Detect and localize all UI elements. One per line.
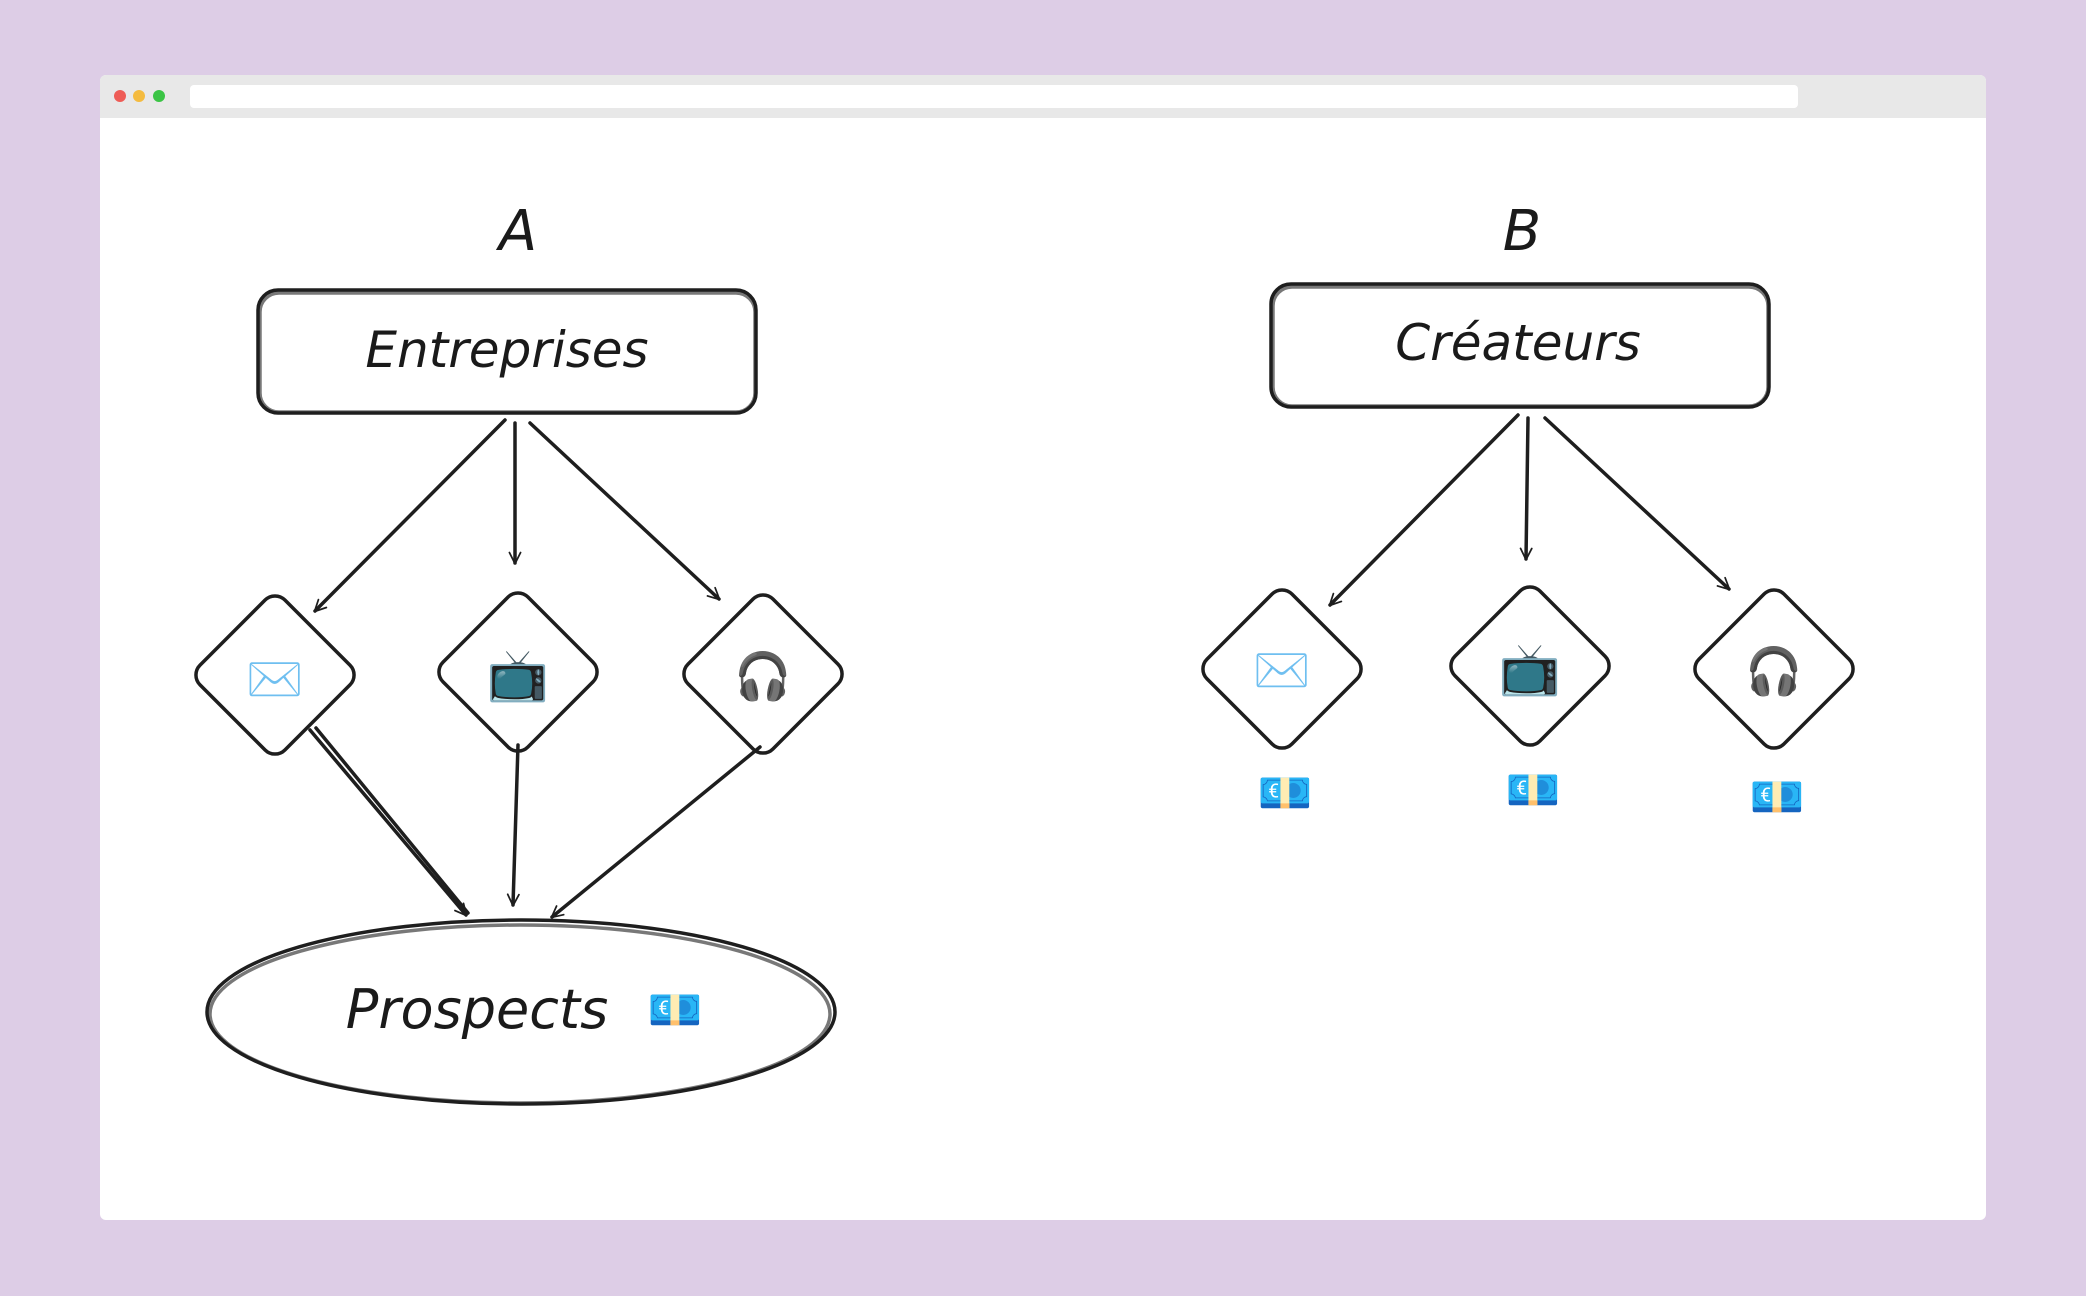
arrow-entreprises-podcast — [528, 421, 721, 601]
euro-banknote-icon: 💶 — [648, 985, 703, 1036]
euro-banknote-icon: 💶 — [1506, 765, 1561, 816]
channel-podcast: 🎧 — [682, 593, 844, 755]
arrow-podcast-prospects — [550, 745, 762, 919]
createurs-node: Créateurs — [1269, 282, 1771, 409]
arrow-tv-prospects — [506, 743, 520, 907]
envelope-icon: ✉️ — [1253, 643, 1310, 697]
headphones-icon: 🎧 — [1745, 644, 1802, 698]
channel-podcast-b: 🎧 — [1693, 588, 1855, 750]
maximize-window-button[interactable] — [153, 90, 165, 102]
headphones-icon: 🎧 — [734, 649, 791, 703]
channel-email-b: ✉️ — [1201, 588, 1363, 750]
diagram-b: B Créateurs ✉️ 📺 🎧 — [1201, 199, 1855, 823]
minimize-window-button[interactable] — [133, 90, 145, 102]
envelope-icon: ✉️ — [246, 652, 303, 706]
diagram-a: A Entreprises ✉️ 📺 🎧 — [194, 199, 844, 1106]
diagram-canvas: A Entreprises ✉️ 📺 🎧 — [194, 199, 1855, 1106]
arrow-createurs-email — [1328, 413, 1520, 607]
arrow-createurs-tv — [1519, 416, 1533, 561]
channel-email: ✉️ — [194, 594, 356, 756]
browser-window: A Entreprises ✉️ 📺 🎧 — [100, 75, 1986, 1220]
arrow-createurs-podcast — [1543, 416, 1731, 591]
address-bar[interactable] — [190, 85, 1798, 108]
euro-banknote-icon: 💶 — [1258, 768, 1313, 819]
euro-banknote-icon: 💶 — [1750, 772, 1805, 823]
createurs-label: Créateurs — [1395, 314, 1641, 372]
close-window-button[interactable] — [114, 90, 126, 102]
prospects-node: Prospects 💶 — [205, 918, 837, 1106]
channel-tv: 📺 — [437, 591, 599, 753]
television-icon: 📺 — [1499, 640, 1561, 698]
browser-toolbar — [100, 75, 1986, 118]
prospects-label: Prospects — [346, 978, 608, 1041]
arrow-email-prospects — [308, 728, 468, 917]
diagram-a-title: A — [496, 199, 537, 264]
entreprises-label: Entreprises — [365, 321, 648, 379]
diagram-b-title: B — [1503, 199, 1541, 264]
channel-tv-b: 📺 — [1449, 585, 1611, 747]
arrow-entreprises-email — [313, 418, 507, 613]
entreprises-node: Entreprises — [256, 288, 758, 415]
television-icon: 📺 — [487, 646, 549, 704]
